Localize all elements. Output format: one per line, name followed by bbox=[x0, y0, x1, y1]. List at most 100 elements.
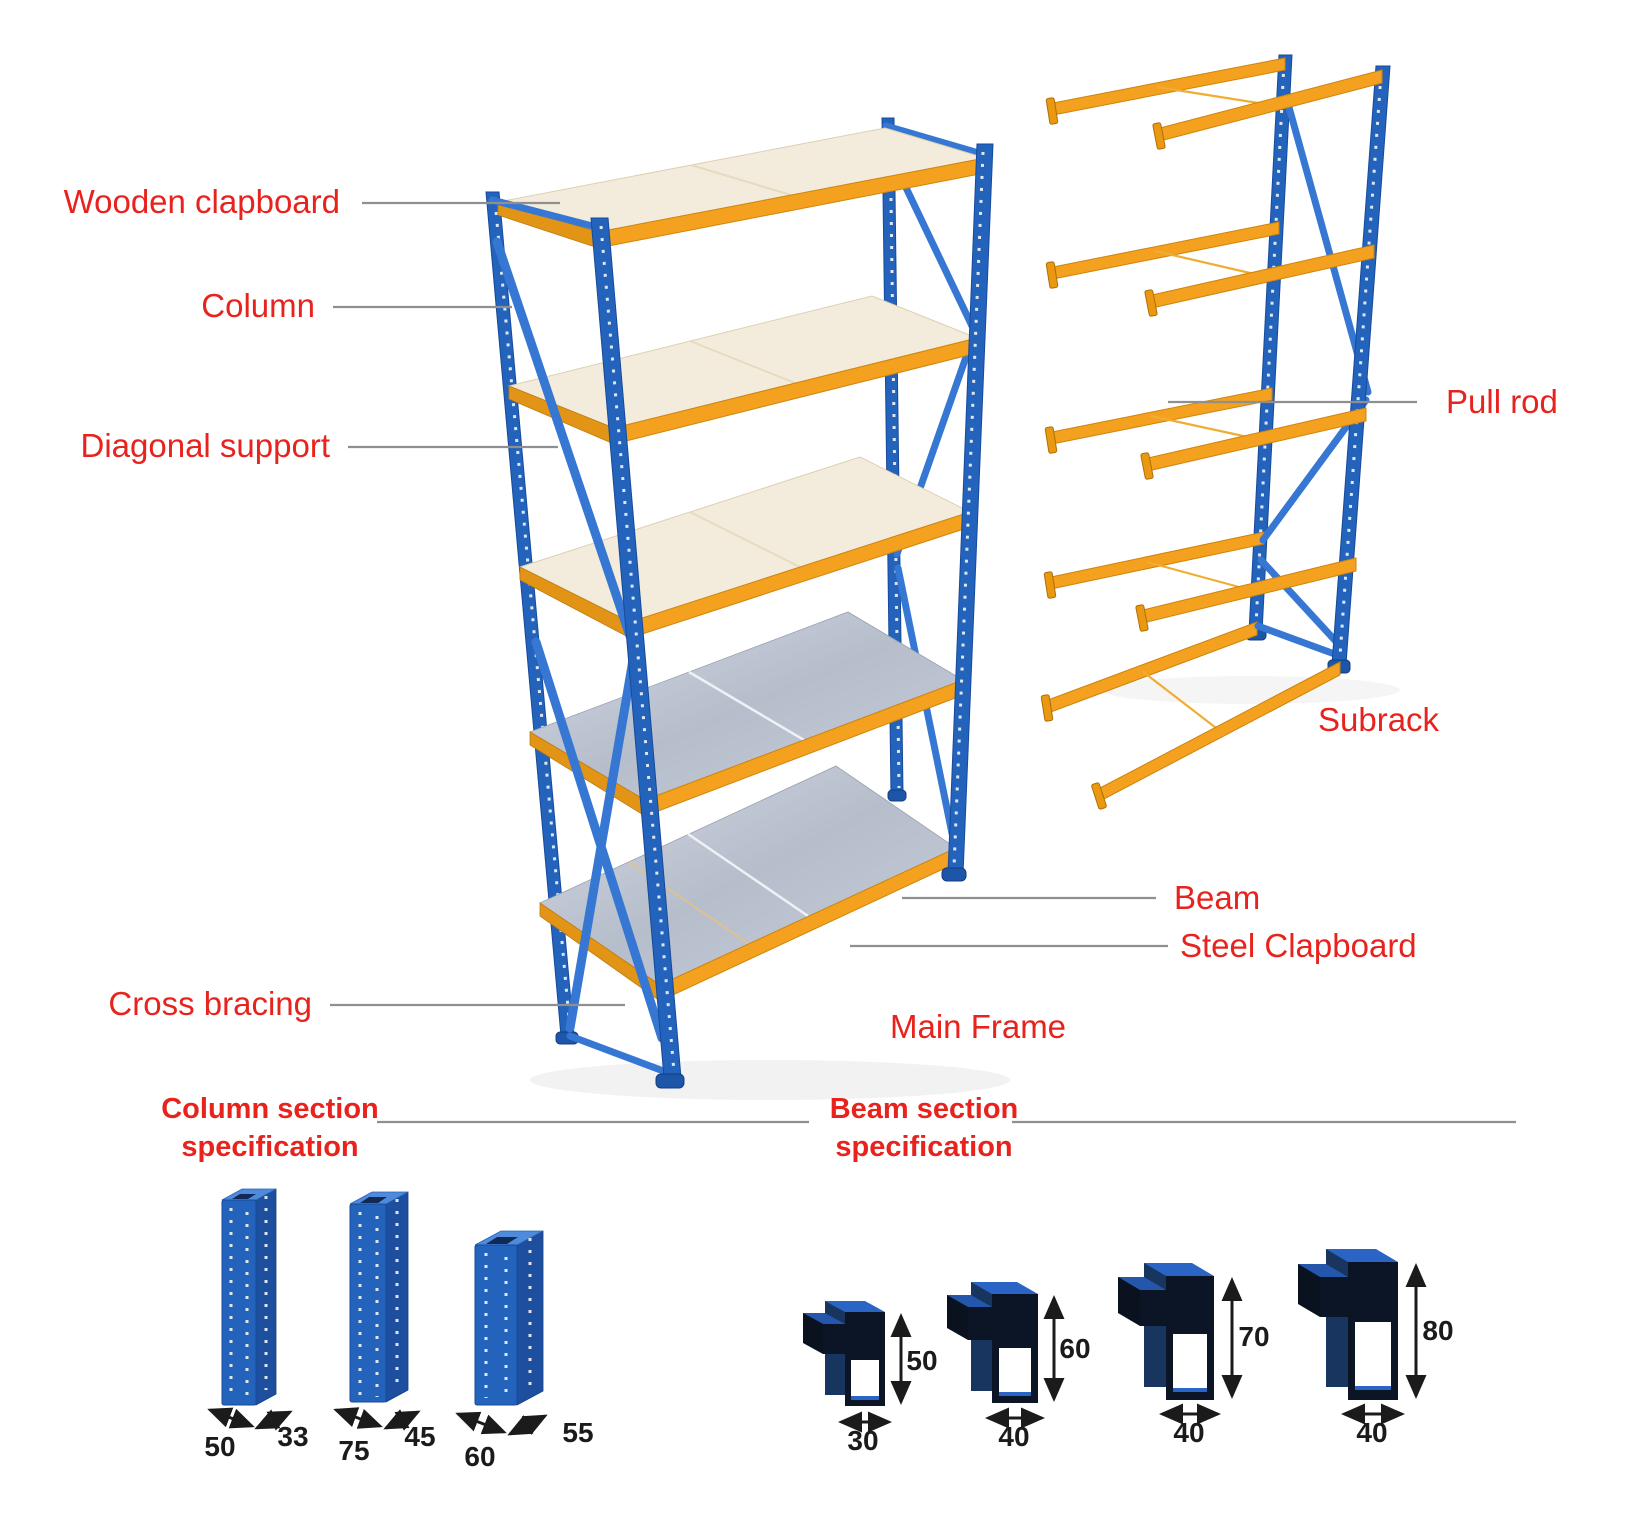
pull-rod-beam bbox=[1050, 531, 1265, 590]
beam-section-3: 70 40 bbox=[1118, 1263, 1270, 1448]
shelf-seam bbox=[687, 832, 809, 918]
column-front-face bbox=[349, 1203, 387, 1403]
depth-arrow bbox=[254, 1409, 293, 1431]
beam-end-plate bbox=[1045, 261, 1059, 289]
width-arrow bbox=[333, 1407, 383, 1429]
label-subrack: Subrack bbox=[1318, 701, 1440, 738]
left-top-tie bbox=[488, 196, 604, 232]
main-frame-rack bbox=[485, 117, 994, 1089]
left-end-bracing bbox=[488, 196, 670, 1076]
profile-front-step bbox=[968, 1307, 992, 1340]
subrack-tie-rods bbox=[1141, 85, 1272, 732]
column-front-face bbox=[474, 1244, 518, 1406]
diagonal-support-1 bbox=[492, 237, 635, 641]
beam-section-title-line2: specification bbox=[835, 1131, 1012, 1163]
beam-end-plate bbox=[1152, 122, 1166, 150]
front-right-foot bbox=[941, 867, 967, 882]
subrack-assembly bbox=[1040, 54, 1391, 810]
profile-inner-lip bbox=[1355, 1386, 1391, 1390]
beam-width-value: 40 bbox=[1173, 1417, 1204, 1448]
beam-end-plate bbox=[1040, 694, 1054, 722]
beam-height-value: 60 bbox=[1059, 1333, 1090, 1364]
pull-rod-beam bbox=[1052, 221, 1280, 280]
label-diagonal-support: Diagonal support bbox=[81, 427, 331, 464]
shelf-seam bbox=[689, 340, 796, 384]
subrack-front-column-perforations bbox=[1338, 73, 1383, 657]
front-left-foot bbox=[655, 1073, 685, 1089]
label-beam: Beam bbox=[1174, 879, 1260, 916]
column-depth-value: 33 bbox=[277, 1421, 308, 1452]
profile-top-face bbox=[1144, 1263, 1214, 1276]
profile-top-face bbox=[1326, 1249, 1398, 1262]
column-section-title-line2: specification bbox=[181, 1131, 358, 1163]
profile-step-top-face bbox=[1118, 1277, 1166, 1290]
label-column: Column bbox=[201, 287, 315, 324]
tie-rod bbox=[1150, 414, 1258, 441]
column-section-b: 75 45 bbox=[333, 1191, 436, 1466]
column-width-value: 75 bbox=[338, 1435, 369, 1466]
beam-height-value: 50 bbox=[906, 1345, 937, 1376]
tie-rod bbox=[1156, 85, 1272, 107]
column-side-face bbox=[516, 1230, 544, 1406]
column-front-face bbox=[221, 1199, 257, 1406]
subrack-bottom-tie bbox=[1254, 622, 1344, 660]
shelf-1-wooden bbox=[497, 127, 986, 249]
column-width-value: 60 bbox=[464, 1441, 495, 1472]
callouts: Wooden clapboard Column Diagonal support… bbox=[64, 183, 1558, 1045]
main-rack-shadow bbox=[530, 1060, 1010, 1100]
label-pull-rod: Pull rod bbox=[1446, 383, 1558, 420]
left-bottom-tie bbox=[566, 1032, 670, 1076]
profile-top-face bbox=[971, 1282, 1038, 1294]
column-section-title-line1: Column section bbox=[161, 1093, 379, 1125]
tie-rod bbox=[1154, 249, 1264, 278]
subrack-diagonal-1 bbox=[1283, 96, 1372, 396]
shelf-seam bbox=[688, 670, 805, 742]
profile-front-step bbox=[1140, 1290, 1166, 1326]
profile-side-face bbox=[803, 1313, 823, 1354]
profile-side-face bbox=[947, 1295, 968, 1340]
subrack-front-beams bbox=[1091, 69, 1383, 810]
shelf-3-wooden bbox=[518, 456, 972, 639]
beam-section-4: 80 40 bbox=[1298, 1249, 1454, 1448]
column-section-a: 50 33 bbox=[204, 1188, 309, 1462]
cross-brace bbox=[565, 655, 638, 1033]
beam-end-plate bbox=[1091, 782, 1107, 810]
profile-front-step bbox=[823, 1324, 845, 1354]
column-section-c: 60 55 bbox=[455, 1230, 594, 1472]
profile-side-face bbox=[1298, 1264, 1320, 1317]
back-right-foot bbox=[887, 789, 907, 802]
subrack-back-beams bbox=[1040, 57, 1286, 722]
beam-width-value: 30 bbox=[847, 1425, 878, 1456]
depth-arrow bbox=[507, 1414, 548, 1436]
label-steel-clapboard: Steel Clapboard bbox=[1180, 927, 1417, 964]
column-slot bbox=[486, 1237, 518, 1244]
profile-hollow bbox=[851, 1360, 879, 1398]
depth-arrow bbox=[383, 1409, 421, 1431]
section-headers: Column section specification Beam sectio… bbox=[161, 1093, 1516, 1163]
beam-section-2: 60 40 bbox=[947, 1282, 1091, 1452]
beam-end-plate bbox=[1135, 604, 1149, 632]
profile-hollow bbox=[999, 1348, 1031, 1396]
column-depth-value: 45 bbox=[404, 1421, 435, 1452]
beam-height-value: 80 bbox=[1422, 1315, 1453, 1346]
beam-end-plate bbox=[1045, 97, 1059, 125]
subrack-back-column-perforations bbox=[1254, 61, 1286, 627]
subrack-shadow bbox=[1100, 676, 1400, 704]
profile-step-top-face bbox=[947, 1295, 992, 1307]
column-width-value: 50 bbox=[204, 1431, 235, 1462]
beam-section-1: 50 30 bbox=[803, 1301, 938, 1456]
beam-width-value: 40 bbox=[998, 1421, 1029, 1452]
width-arrow bbox=[207, 1407, 255, 1429]
beam-width-value: 40 bbox=[1356, 1417, 1387, 1448]
profile-step-top-face bbox=[1298, 1264, 1348, 1277]
beam-end-plate bbox=[1140, 452, 1154, 480]
profile-step-top-face bbox=[803, 1313, 845, 1324]
beam-end-plate bbox=[1043, 571, 1057, 599]
label-main-frame: Main Frame bbox=[890, 1008, 1066, 1045]
column-slot bbox=[232, 1194, 256, 1199]
column-section-specs: 50 33 75 45 60 bbox=[204, 1188, 594, 1472]
tie-rod bbox=[1141, 670, 1221, 732]
shelf-seam bbox=[690, 164, 792, 196]
